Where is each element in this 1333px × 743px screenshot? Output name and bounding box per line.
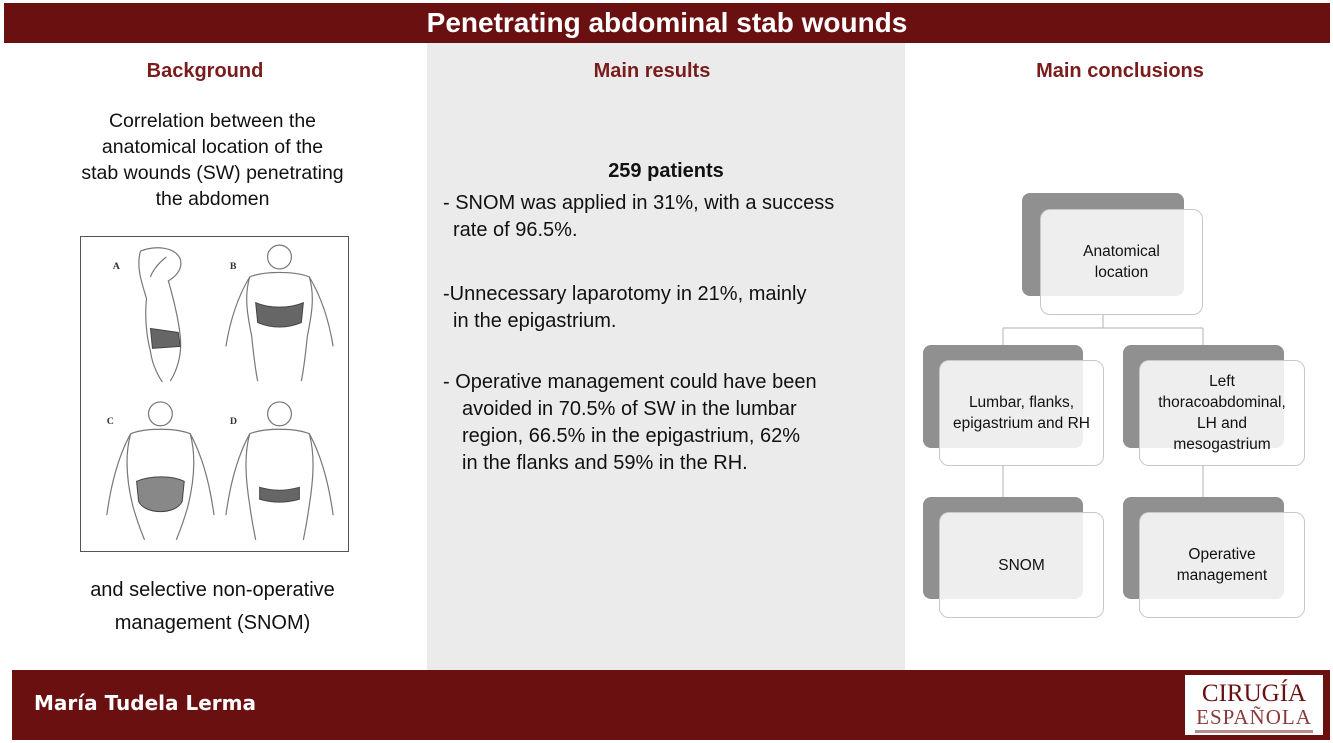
- root-node: [1040, 209, 1203, 315]
- intro-line: anatomical location of the: [101, 136, 324, 158]
- left-leaf-label: SNOM: [939, 512, 1104, 618]
- patients-count: 259 patients: [608, 160, 724, 182]
- background-outro: and selective non-operative management (…: [40, 574, 385, 640]
- title-bar: Penetrating abdominal stab wounds: [4, 3, 1330, 43]
- bullet-line: avoided in 70.5% of SW in the lumbar: [462, 398, 797, 420]
- results-panel: [427, 43, 905, 670]
- bullet-line: region, 66.5% in the epigastrium, 62%: [462, 425, 800, 447]
- conclusions-heading: Main conclusions: [1036, 60, 1204, 82]
- anatomy-illustration: A B C D: [106, 244, 334, 541]
- conclusions-diagram: Anatomical location Lumbar, flanks, epig…: [905, 100, 1330, 660]
- intro-line: the abdomen: [155, 188, 270, 210]
- left-node-label: Lumbar, flanks, epigastrium and RH: [939, 360, 1104, 466]
- panel-label-a: A: [113, 261, 121, 272]
- node-line: Anatomical: [1083, 243, 1160, 260]
- panel-label-c: C: [107, 416, 114, 427]
- left-leaf-node: [939, 512, 1104, 618]
- node-line: SNOM: [998, 556, 1045, 574]
- logo-subtitle-rule: [1195, 730, 1313, 733]
- result-bullet-operative: - Operative management could have been a…: [443, 369, 817, 477]
- logo-line: ESPAÑOLA: [1196, 705, 1312, 729]
- node-line: Operative: [1188, 546, 1256, 563]
- right-leaf-label: Operative management: [1139, 512, 1305, 618]
- result-bullet-snom: - SNOM was applied in 31%, with a succes…: [443, 190, 834, 244]
- bullet-line: in the epigastrium.: [453, 310, 617, 332]
- node-line: epigastrium and RH: [953, 415, 1090, 432]
- node-line: thoracoabdominal,: [1158, 394, 1286, 411]
- journal-logo: CIRUGÍA ESPAÑOLA: [1184, 674, 1324, 736]
- results-heading: Main results: [593, 60, 711, 82]
- intro-line: Correlation between the: [108, 110, 317, 132]
- panel-label-b: B: [230, 261, 237, 272]
- panel-label-d: D: [230, 416, 237, 427]
- left-node: [939, 360, 1104, 466]
- bullet-line: - SNOM was applied in 31%, with a succes…: [443, 192, 835, 214]
- background-intro: Correlation between the anatomical locat…: [40, 108, 385, 212]
- root-node-label: Anatomical location: [1040, 209, 1203, 315]
- background-heading: Background: [146, 60, 264, 82]
- page-title: Penetrating abdominal stab wounds: [426, 7, 908, 38]
- bullet-line: rate of 96.5%.: [453, 219, 578, 241]
- connector-lines: [1002, 314, 1204, 512]
- logo-line: CIRUGÍA: [1201, 680, 1307, 707]
- intro-line: stab wounds (SW) penetrating: [81, 162, 344, 184]
- footer-bar: [12, 670, 1330, 740]
- outro-line: and selective non-operative: [90, 579, 335, 601]
- bullet-line: in the flanks and 59% in the RH.: [462, 452, 748, 474]
- outro-line: management (SNOM): [114, 612, 311, 634]
- bullet-line: -Unnecessary laparotomy in 21%, mainly: [443, 283, 807, 305]
- node-line: LH and: [1197, 415, 1247, 432]
- node-line: mesogastrium: [1173, 436, 1271, 453]
- author-name: María Tudela Lerma: [34, 691, 256, 715]
- bullet-line: - Operative management could have been: [443, 371, 817, 393]
- right-leaf-node: [1139, 512, 1305, 618]
- node-line: location: [1094, 264, 1149, 281]
- right-node: [1139, 360, 1305, 466]
- node-line: Lumbar, flanks,: [968, 394, 1075, 411]
- node-line: Left: [1209, 373, 1235, 390]
- node-line: management: [1176, 567, 1268, 584]
- right-node-label: Left thoracoabdominal, LH and mesogastri…: [1139, 360, 1305, 466]
- anatomy-figure: A B C D: [80, 236, 349, 552]
- result-bullet-laparotomy: -Unnecessary laparotomy in 21%, mainly i…: [443, 281, 807, 335]
